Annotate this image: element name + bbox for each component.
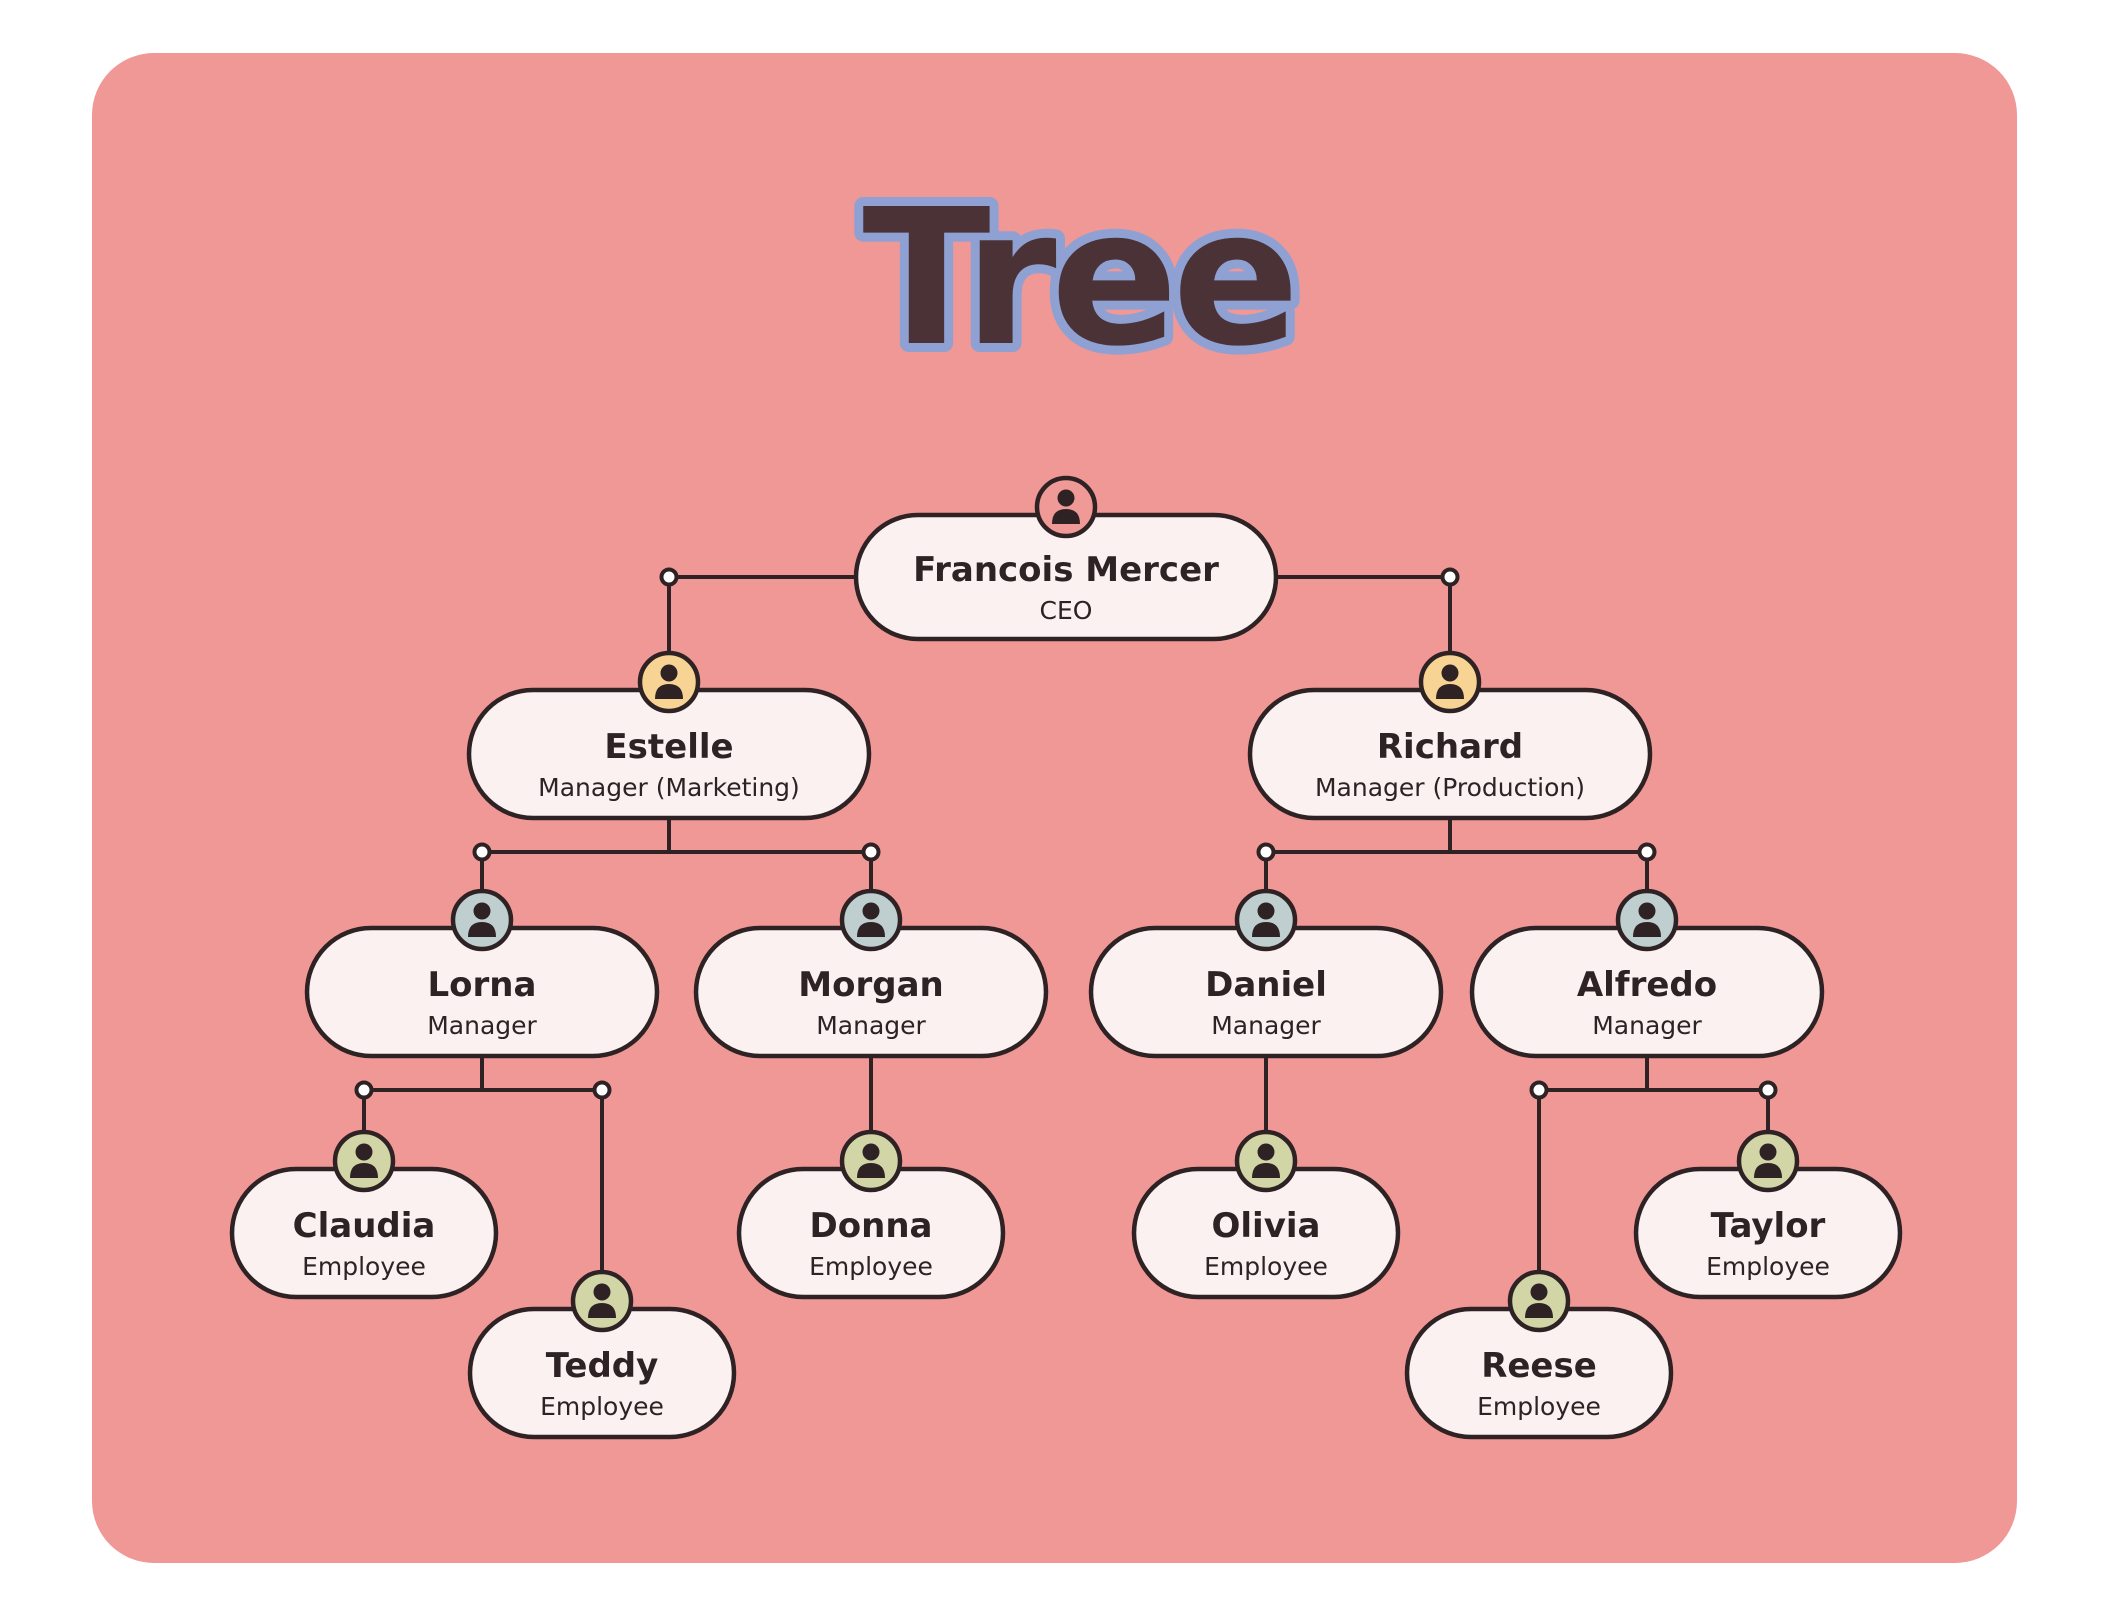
node-role: Manager [1592, 1011, 1702, 1040]
node-role: Manager [1211, 1011, 1321, 1040]
connector-dot [659, 567, 679, 587]
node-role: Manager [427, 1011, 537, 1040]
node-name: Donna [810, 1206, 933, 1246]
node-name: Daniel [1205, 965, 1327, 1005]
node-role: Employee [809, 1252, 933, 1281]
person-icon [1736, 1129, 1800, 1193]
node-role: Employee [1204, 1252, 1328, 1281]
node-name: Reese [1481, 1346, 1597, 1386]
node-name: Francois Mercer [913, 550, 1219, 590]
person-icon [1034, 475, 1098, 539]
background-panel [92, 53, 2017, 1563]
connector-dot [1637, 842, 1657, 862]
node-role: Employee [1477, 1392, 1601, 1421]
node-name: Taylor [1711, 1206, 1826, 1246]
node-role: Employee [302, 1252, 426, 1281]
person-icon [332, 1129, 396, 1193]
connector-dot [1440, 567, 1460, 587]
node-name: Olivia [1212, 1206, 1321, 1246]
person-icon [1234, 888, 1298, 952]
node-name: Morgan [798, 965, 943, 1005]
node-role: Manager (Marketing) [538, 773, 800, 802]
node-name: Estelle [604, 727, 733, 767]
person-icon [570, 1269, 634, 1333]
node-role: Manager (Production) [1315, 773, 1585, 802]
diagram-title: Tree [862, 169, 1293, 388]
connector-dot [472, 842, 492, 862]
person-icon [1234, 1129, 1298, 1193]
node-role: Manager [816, 1011, 926, 1040]
connector-dot [592, 1080, 612, 1100]
node-name: Richard [1377, 727, 1523, 767]
node-role: CEO [1040, 596, 1093, 625]
person-icon [1615, 888, 1679, 952]
connector-dot [861, 842, 881, 862]
node-role: Employee [540, 1392, 664, 1421]
person-icon [839, 888, 903, 952]
connector-dot [1758, 1080, 1778, 1100]
person-icon [1418, 650, 1482, 714]
node-role: Employee [1706, 1252, 1830, 1281]
connector-dot [1529, 1080, 1549, 1100]
connector-dot [1256, 842, 1276, 862]
person-icon [839, 1129, 903, 1193]
node-name: Claudia [293, 1206, 436, 1246]
person-icon [450, 888, 514, 952]
person-icon [1507, 1269, 1571, 1333]
person-icon [637, 650, 701, 714]
node-name: Alfredo [1577, 965, 1717, 1005]
connector-dot [354, 1080, 374, 1100]
node-name: Lorna [428, 965, 537, 1005]
node-name: Teddy [546, 1346, 659, 1386]
